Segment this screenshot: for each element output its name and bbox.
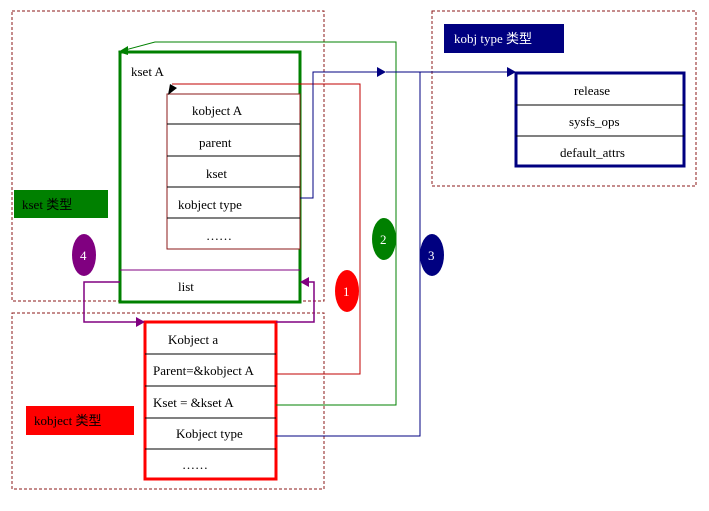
kobj-type-row-sysfs-ops: sysfs_ops bbox=[569, 114, 620, 129]
list-link-connector-right bbox=[276, 281, 315, 323]
kobj-type-type-tag bbox=[444, 24, 564, 53]
kobject-row-name: Kobject a bbox=[168, 332, 218, 347]
list-link-connector-left bbox=[83, 281, 139, 323]
marker-2-text: 2 bbox=[380, 232, 387, 247]
kobj-type-table bbox=[514, 71, 686, 168]
kset-block-title: kset A bbox=[131, 64, 164, 79]
marker-4-text: 4 bbox=[80, 248, 87, 263]
marker-4 bbox=[72, 234, 96, 276]
marker-2 bbox=[372, 218, 396, 260]
marker-1-text: 1 bbox=[343, 284, 350, 299]
kset-type-pointer-arrowhead bbox=[377, 67, 386, 77]
kset-pointer-arrowhead bbox=[118, 46, 128, 55]
kobject-row-kset: Kset = &kset A bbox=[153, 395, 234, 410]
kobject-type-tag bbox=[26, 406, 134, 435]
list-link-arrowhead-right bbox=[300, 277, 309, 287]
type-pointer-connector bbox=[276, 72, 421, 437]
kobj-type-type-tag-text: kobj type 类型 bbox=[454, 31, 532, 46]
kobject-row-parent: Parent=&kobject A bbox=[153, 363, 254, 378]
kobj-type-row-release: release bbox=[574, 83, 610, 98]
kset-pointer-connector bbox=[124, 41, 397, 406]
kset-inner-row-ellipsis: …… bbox=[206, 228, 232, 243]
kset-type-pointer-connector bbox=[300, 71, 382, 199]
parent-pointer-connector bbox=[172, 83, 361, 375]
kset-inner-kobject-table bbox=[166, 93, 301, 250]
kset-type-tag-text: kset 类型 bbox=[22, 197, 72, 212]
kset-type-tag bbox=[14, 190, 108, 218]
list-link-arrowhead-left bbox=[136, 317, 145, 327]
kobject-region-frame bbox=[11, 312, 325, 490]
marker-3 bbox=[420, 234, 444, 276]
kobject-table bbox=[143, 320, 278, 481]
marker-3-text: 3 bbox=[428, 248, 435, 263]
kset-list-label: list bbox=[178, 279, 194, 294]
kset-inner-row-parent: parent bbox=[199, 135, 232, 150]
parent-pointer-arrowhead bbox=[168, 84, 177, 95]
kobj-type-row-default-attrs: default_attrs bbox=[560, 145, 625, 160]
marker-1 bbox=[335, 270, 359, 312]
kobj-type-region-frame bbox=[431, 10, 697, 187]
kobj-type-main-arrowhead bbox=[507, 67, 516, 77]
kset-inner-row-kobject-a: kobject A bbox=[192, 103, 243, 118]
kobject-row-ellipsis: …… bbox=[182, 457, 208, 472]
kobject-row-type: Kobject type bbox=[176, 426, 243, 441]
kset-inner-row-kset: kset bbox=[206, 166, 227, 181]
kset-inner-row-kobject-type: kobject type bbox=[178, 197, 242, 212]
kobject-type-tag-text: kobject 类型 bbox=[34, 413, 102, 428]
